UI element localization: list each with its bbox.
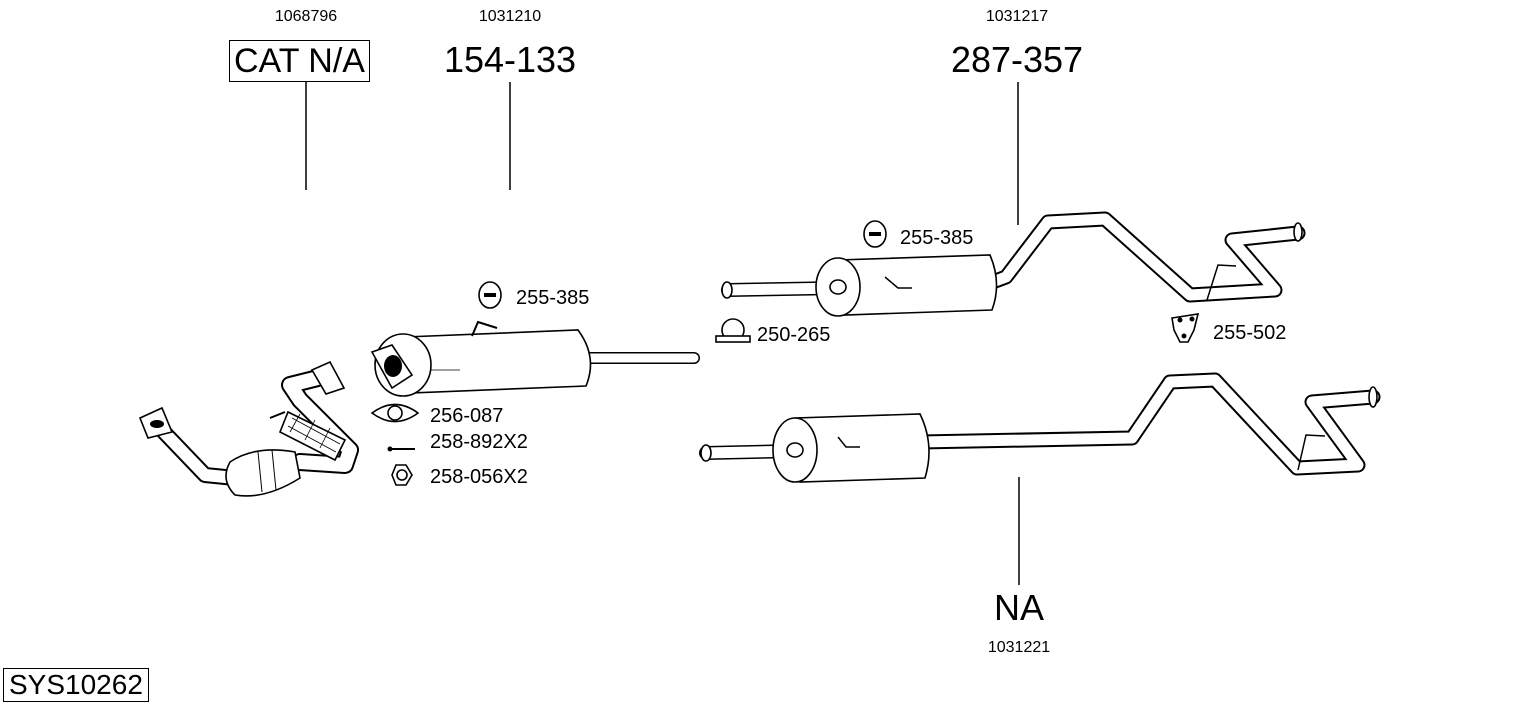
gasket-icon xyxy=(370,403,420,423)
hanger-icon xyxy=(478,281,502,309)
hanger-icon xyxy=(863,220,887,248)
catalyst-assembly[interactable] xyxy=(138,360,359,497)
rear-muffler-b-code[interactable]: NA xyxy=(993,587,1045,628)
front-muffler-ref: 1031210 xyxy=(478,8,542,25)
hanger-front-label[interactable]: 255-385 xyxy=(516,287,590,309)
rear-muffler-b[interactable] xyxy=(699,372,1381,483)
rear-muffler-a-ref: 1031217 xyxy=(985,8,1049,25)
bolt-label[interactable]: 258-892X2 xyxy=(430,431,528,453)
system-id: SYS10262 xyxy=(3,668,149,702)
nut-icon xyxy=(391,464,413,486)
clamp-label[interactable]: 250-265 xyxy=(757,324,831,346)
bracket-label[interactable]: 255-502 xyxy=(1213,322,1287,344)
bolt-icon xyxy=(387,446,415,452)
front-muffler-code[interactable]: 154-133 xyxy=(443,39,577,80)
rear-muffler-b-ref: 1031221 xyxy=(987,639,1051,656)
clamp-icon xyxy=(715,318,751,343)
catalyst-code[interactable]: CAT N/A xyxy=(229,40,370,82)
catalyst-ref: 1068796 xyxy=(274,8,338,25)
gasket-label[interactable]: 256-087 xyxy=(430,405,504,427)
bracket-icon xyxy=(1171,313,1200,343)
hanger-rear-label[interactable]: 255-385 xyxy=(900,227,974,249)
rear-muffler-a-code[interactable]: 287-357 xyxy=(950,39,1084,80)
nut-label[interactable]: 258-056X2 xyxy=(430,466,528,488)
rear-muffler-a[interactable] xyxy=(721,211,1306,317)
front-muffler[interactable] xyxy=(370,320,700,397)
